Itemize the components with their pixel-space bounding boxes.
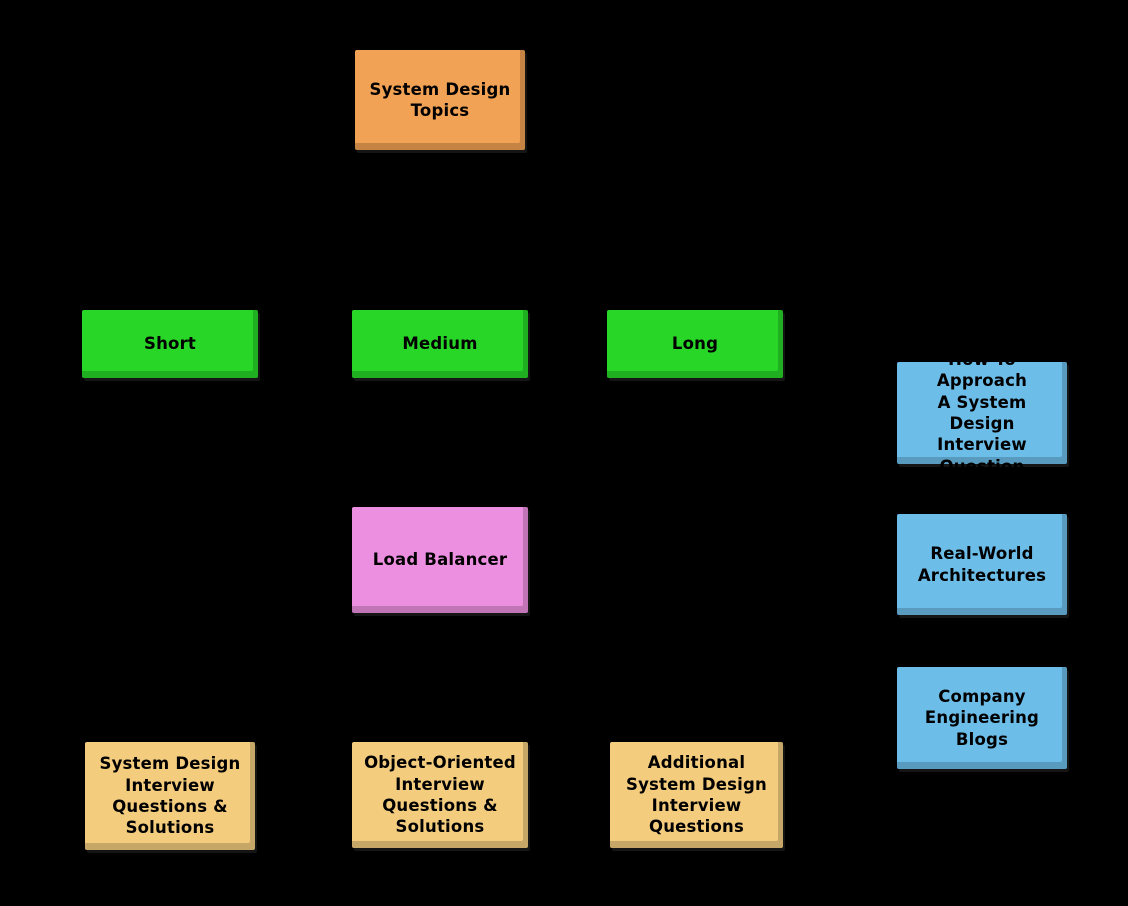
node-load-balancer: Load Balancer — [352, 507, 528, 613]
node-real-world-architectures: Real-World Architectures — [897, 514, 1067, 615]
node-system-design-topics: System Design Topics — [355, 50, 525, 150]
node-object-oriented-interview-questions: Object-Oriented Interview Questions & So… — [352, 742, 528, 848]
node-company-engineering-blogs: Company Engineering Blogs — [897, 667, 1067, 769]
node-system-design-interview-questions: System Design Interview Questions & Solu… — [85, 742, 255, 850]
node-additional-system-design-interview-questions: Additional System Design Interview Quest… — [610, 742, 783, 848]
node-how-to-approach-interview-question: How To Approach A System Design Intervie… — [897, 350, 1067, 476]
node-medium: Medium — [352, 310, 528, 378]
node-short: Short — [82, 310, 258, 378]
node-long: Long — [607, 310, 783, 378]
